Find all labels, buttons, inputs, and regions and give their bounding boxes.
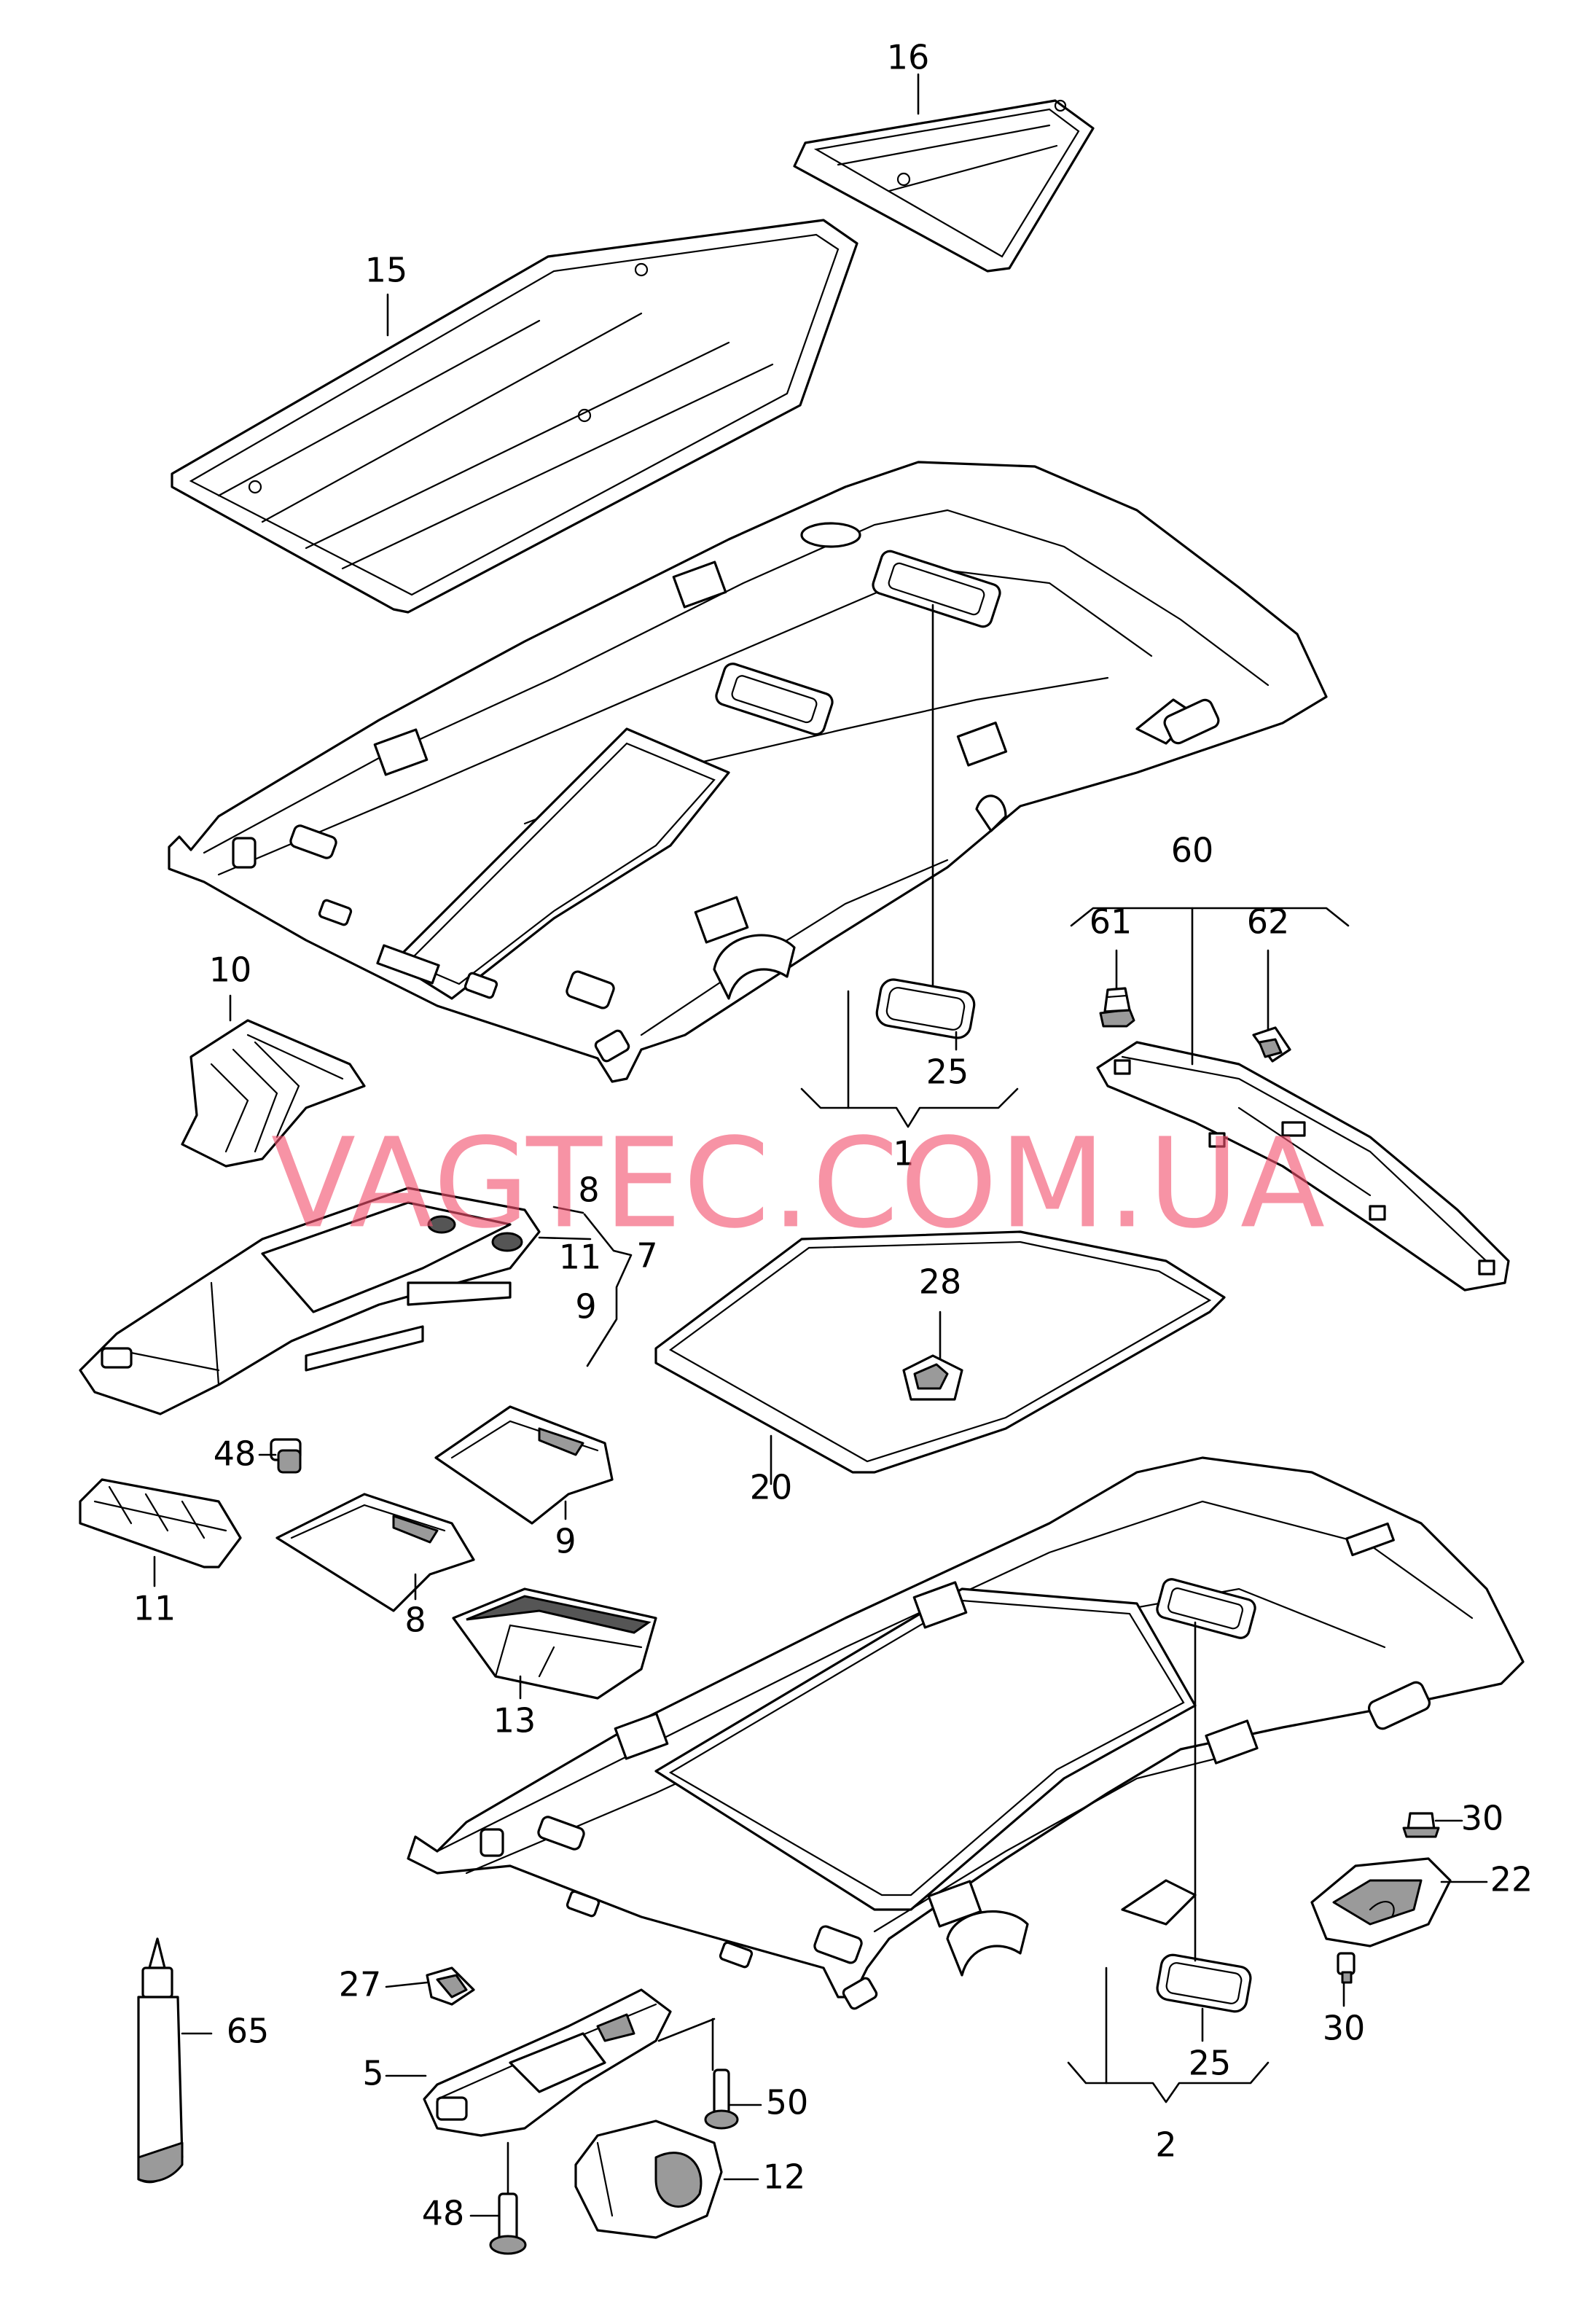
part-13-storage-box [452,1587,657,1700]
part-7-roof-console [79,1187,541,1415]
callout-2: 2 [1155,2125,1176,2165]
callout-11-upper: 11 [559,1238,602,1277]
part-15-insulation-mat [171,219,858,614]
part-65-adhesive-tube [137,1937,184,2184]
part-48-screw-upper [270,1438,302,1474]
callout-20: 20 [750,1468,793,1507]
part-60-rail [1096,1041,1510,1292]
callout-5: 5 [362,2054,383,2093]
part-62-clip [1252,1026,1291,1063]
part-10-bracket [181,1019,366,1168]
part-1-headliner [168,461,1328,1083]
part-2-headliner [407,1456,1525,2010]
part-25-seal-lower [1156,1953,1252,2013]
part-48-screw-lower [489,2192,527,2255]
part-22-lamp [1310,1857,1452,1948]
part-5-roof-module [423,1988,672,2137]
callout-62: 62 [1247,902,1290,942]
callout-9-upper: 9 [575,1287,596,1327]
callout-10: 10 [209,950,252,990]
callout-48-upper: 48 [214,1434,257,1474]
part-9-cover [434,1405,614,1525]
callout-27: 27 [339,1965,382,2004]
callout-15: 15 [365,251,408,290]
callout-9-lower: 9 [555,1522,576,1561]
part-30-clip-upper [1402,1812,1440,1838]
part-28-clip [902,1354,963,1401]
part-16-insulation-mat [793,99,1095,273]
callout-16: 16 [887,38,930,77]
part-25-seal-upper [875,978,976,1039]
callout-25-lower: 25 [1189,2044,1232,2083]
callout-22: 22 [1490,1860,1533,1899]
callout-8-lower: 8 [404,1601,426,1640]
callout-7: 7 [636,1236,657,1275]
part-12-cap [574,2120,723,2239]
part-61-clip [1099,987,1135,1028]
callout-30-upper: 30 [1461,1799,1504,1838]
watermark-text: VAGTEC.COM.UA [271,1112,1326,1256]
callout-28: 28 [919,1262,962,1302]
callout-12: 12 [763,2157,806,2197]
part-50-screw [704,2068,739,2130]
leader-lines [153,73,1488,2217]
part-11-cover [79,1478,242,1568]
callout-1: 1 [893,1134,914,1173]
part-8-cover [275,1493,475,1612]
callout-13: 13 [493,1701,536,1741]
callout-8-upper: 8 [578,1171,599,1210]
callout-11-lower: 11 [133,1589,176,1628]
callout-labels: 16 15 60 61 62 10 25 1 8 11 7 9 28 48 20… [133,38,1533,2233]
callout-25-upper: 25 [926,1052,969,1092]
callout-50: 50 [766,2083,809,2122]
part-27-clip [426,1966,475,2006]
callout-48-lower: 48 [422,2194,465,2233]
part-30-screw-lower [1337,1952,1356,1984]
callout-30-lower: 30 [1323,2009,1366,2048]
callout-65: 65 [227,2012,270,2051]
callout-60: 60 [1171,831,1214,870]
callout-61: 61 [1090,902,1133,942]
